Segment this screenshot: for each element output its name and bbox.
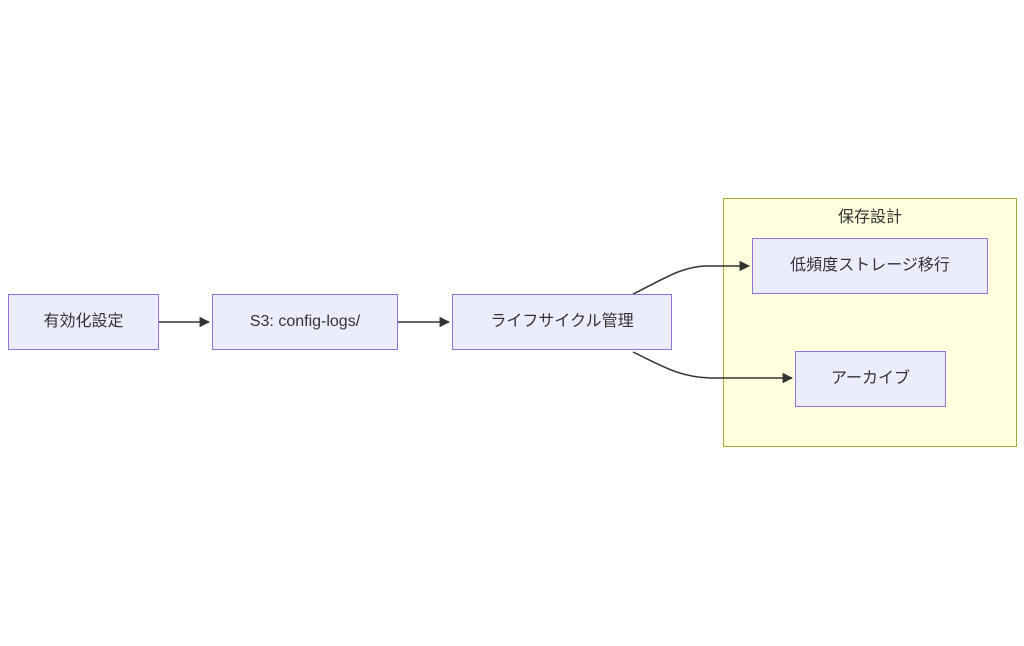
node-s3-config-logs: S3: config-logs/ <box>212 294 398 350</box>
edge-lifecycle-to-archive <box>632 351 794 384</box>
subgraph-title: 保存設計 <box>837 209 902 226</box>
node-lifecycle-management: ライフサイクル管理 <box>452 294 672 350</box>
edge-lifecycle-to-infrequent <box>632 260 751 295</box>
node-archive: アーカイブ <box>795 351 946 407</box>
node-enable-config: 有効化設定 <box>8 294 159 350</box>
node-infrequent-storage-transition: 低頻度ストレージ移行 <box>752 238 988 294</box>
